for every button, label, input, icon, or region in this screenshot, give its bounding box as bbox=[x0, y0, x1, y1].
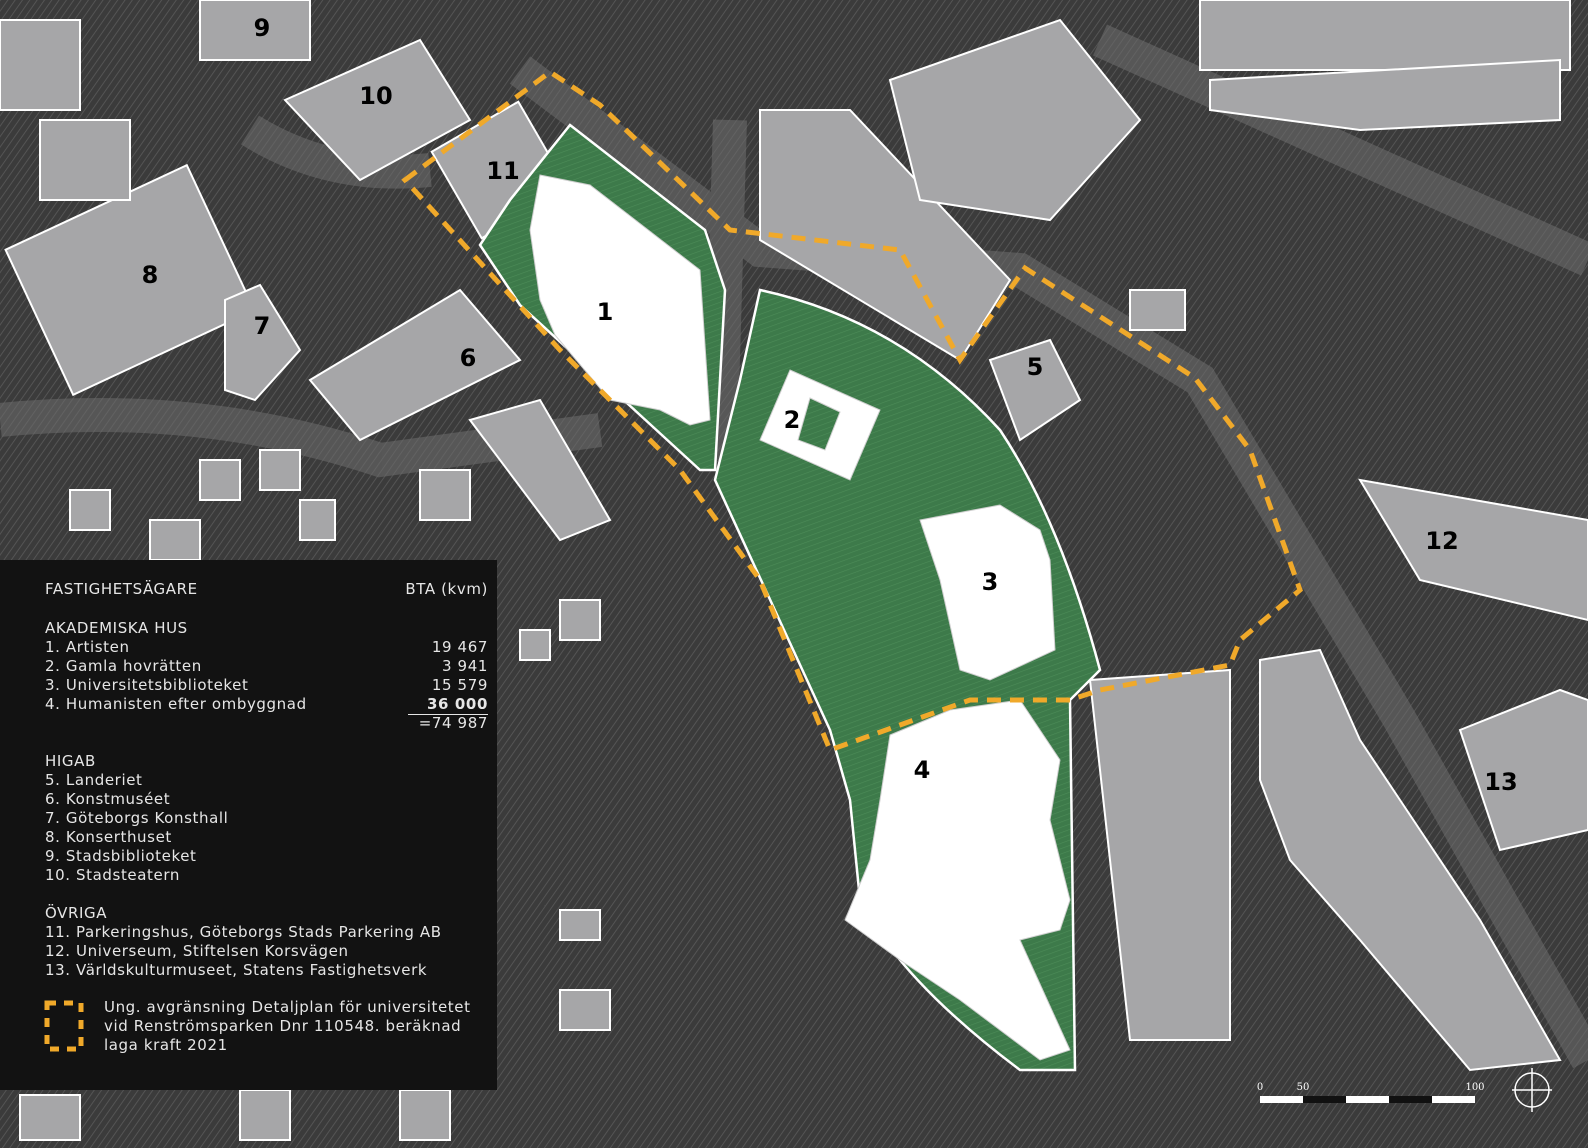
legend-total: =74 987 bbox=[418, 714, 488, 732]
parcel-label: 3 bbox=[982, 568, 999, 596]
legend-item: 12. Universeum, Stiftelsen Korsvägen bbox=[45, 942, 349, 960]
legend-item: 10. Stadsteatern bbox=[45, 866, 180, 884]
scale-bar: 0 50 100 bbox=[1257, 1082, 1485, 1103]
building-humanisten bbox=[844, 699, 1071, 1061]
north-arrow-icon bbox=[1512, 1068, 1552, 1112]
owned-buildings bbox=[529, 174, 1071, 1061]
building-universitetsbiblioteket bbox=[919, 504, 1056, 681]
legend-item-label: 4. Humanisten efter ombyggnad bbox=[45, 695, 307, 713]
legend-item-value-underlined: 36 000 bbox=[408, 695, 488, 715]
scale-tick: 100 bbox=[1465, 1082, 1484, 1093]
parcel-label: 2 bbox=[784, 406, 801, 434]
legend-header: FASTIGHETSÄGARE BTA (kvm) bbox=[45, 580, 488, 599]
legend-item-label: 2. Gamla hovrätten bbox=[45, 657, 202, 675]
legend-header-area: BTA (kvm) bbox=[405, 580, 488, 598]
parcel-label: 8 bbox=[142, 261, 159, 289]
legend-item-value: 15 579 bbox=[431, 676, 488, 694]
plan-boundary bbox=[401, 68, 1303, 754]
parcel-label: 11 bbox=[486, 157, 519, 185]
legend-item: 9. Stadsbiblioteket bbox=[45, 847, 197, 865]
legend-item: 2. Gamla hovrätten 3 941 bbox=[45, 657, 488, 676]
legend-item: 3. Universitetsbiblioteket 15 579 bbox=[45, 676, 488, 695]
parcel-label: 1 bbox=[597, 298, 614, 326]
legend-item-value: 19 467 bbox=[431, 638, 488, 656]
scale-tick: 0 bbox=[1257, 1082, 1263, 1093]
parcel-label: 5 bbox=[1027, 353, 1044, 381]
legend-item: 4. Humanisten efter ombyggnad bbox=[45, 695, 488, 714]
legend-item: 11. Parkeringshus, Göteborgs Stads Parke… bbox=[45, 923, 442, 941]
parcel-labels: 1 2 3 4 5 6 7 8 9 10 11 12 13 bbox=[142, 14, 1518, 796]
parcel-label: 13 bbox=[1484, 768, 1517, 796]
building-artisten bbox=[529, 174, 711, 426]
legend-item: 5. Landeriet bbox=[45, 771, 143, 789]
legend-item: 7. Göteborgs Konsthall bbox=[45, 809, 229, 827]
legend-group-title: HIGAB bbox=[45, 752, 96, 770]
legend-item: 1. Artisten 19 467 bbox=[45, 638, 488, 657]
legend-item: 13. Världskulturmuseet, Statens Fastighe… bbox=[45, 961, 428, 979]
parcel-label: 12 bbox=[1425, 527, 1458, 555]
legend-item: 6. Konstmuséet bbox=[45, 790, 171, 808]
legend-item-label: 1. Artisten bbox=[45, 638, 130, 656]
parcel-label: 7 bbox=[254, 312, 271, 340]
parcel-label: 4 bbox=[914, 756, 931, 784]
legend-group-title: ÖVRIGA bbox=[45, 904, 108, 922]
parcel-label: 9 bbox=[254, 14, 271, 42]
boundary-symbol-icon bbox=[44, 1000, 84, 1052]
legend-header-owner: FASTIGHETSÄGARE bbox=[45, 580, 198, 598]
legend-group-title: AKADEMISKA HUS bbox=[45, 619, 188, 637]
parcel-label: 6 bbox=[460, 344, 477, 372]
parcel-label: 10 bbox=[359, 82, 392, 110]
boundary-note: Ung. avgränsning Detaljplan för universi… bbox=[104, 998, 471, 1054]
legend-panel: FASTIGHETSÄGARE BTA (kvm) AKADEMISKA HUS… bbox=[0, 560, 497, 1090]
scale-tick: 50 bbox=[1297, 1082, 1310, 1093]
building-gamla-hovratten bbox=[759, 369, 881, 481]
legend-item-value: 3 941 bbox=[442, 657, 488, 675]
legend-item-label: 3. Universitetsbiblioteket bbox=[45, 676, 249, 694]
legend-item: 8. Konserthuset bbox=[45, 828, 172, 846]
